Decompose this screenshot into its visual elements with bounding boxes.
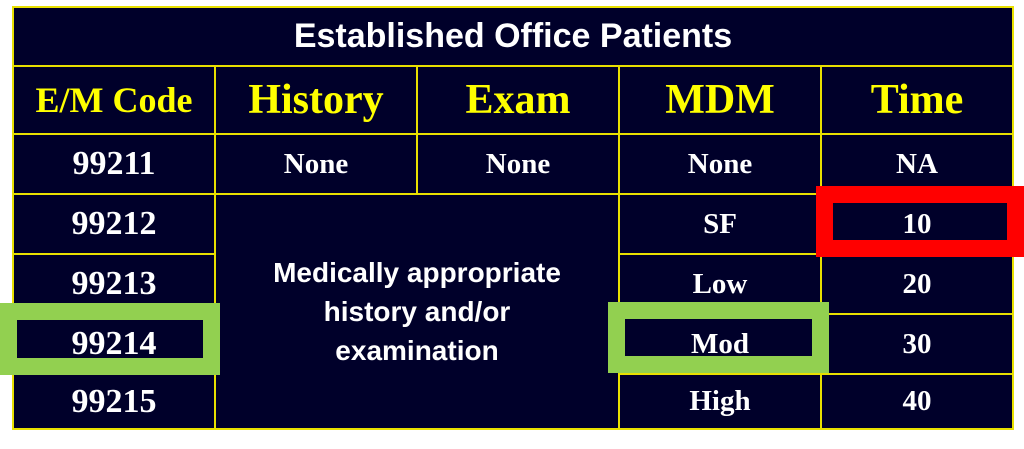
merged-history-exam-cell: Medically appropriate history and/or exa…	[216, 195, 620, 428]
red-highlight-box	[816, 186, 1024, 257]
time-cell: 30	[822, 315, 1012, 375]
green-highlight-box-mdm	[608, 302, 829, 373]
code-cell: 99211	[14, 135, 216, 195]
header-exam: Exam	[418, 67, 620, 135]
time-cell: 20	[822, 255, 1012, 315]
time-cell: 40	[902, 385, 932, 417]
mdm-cell: SF	[620, 195, 822, 255]
exam-cell: None	[418, 135, 620, 195]
mdm-cell: None	[620, 135, 822, 195]
history-cell: None	[216, 135, 418, 195]
header-time: Time	[822, 67, 1012, 135]
code-cell: 99215	[14, 375, 216, 428]
table-title: Established Office Patients	[14, 8, 1012, 67]
header-history: History	[216, 67, 418, 135]
merged-history-exam-text: Medically appropriate history and/or exa…	[273, 257, 561, 366]
code-cell: 99212	[14, 195, 216, 255]
mdm-cell: High	[620, 375, 822, 428]
header-em-code: E/M Code	[14, 67, 216, 135]
header-mdm: MDM	[620, 67, 822, 135]
green-highlight-box-code	[0, 303, 220, 375]
